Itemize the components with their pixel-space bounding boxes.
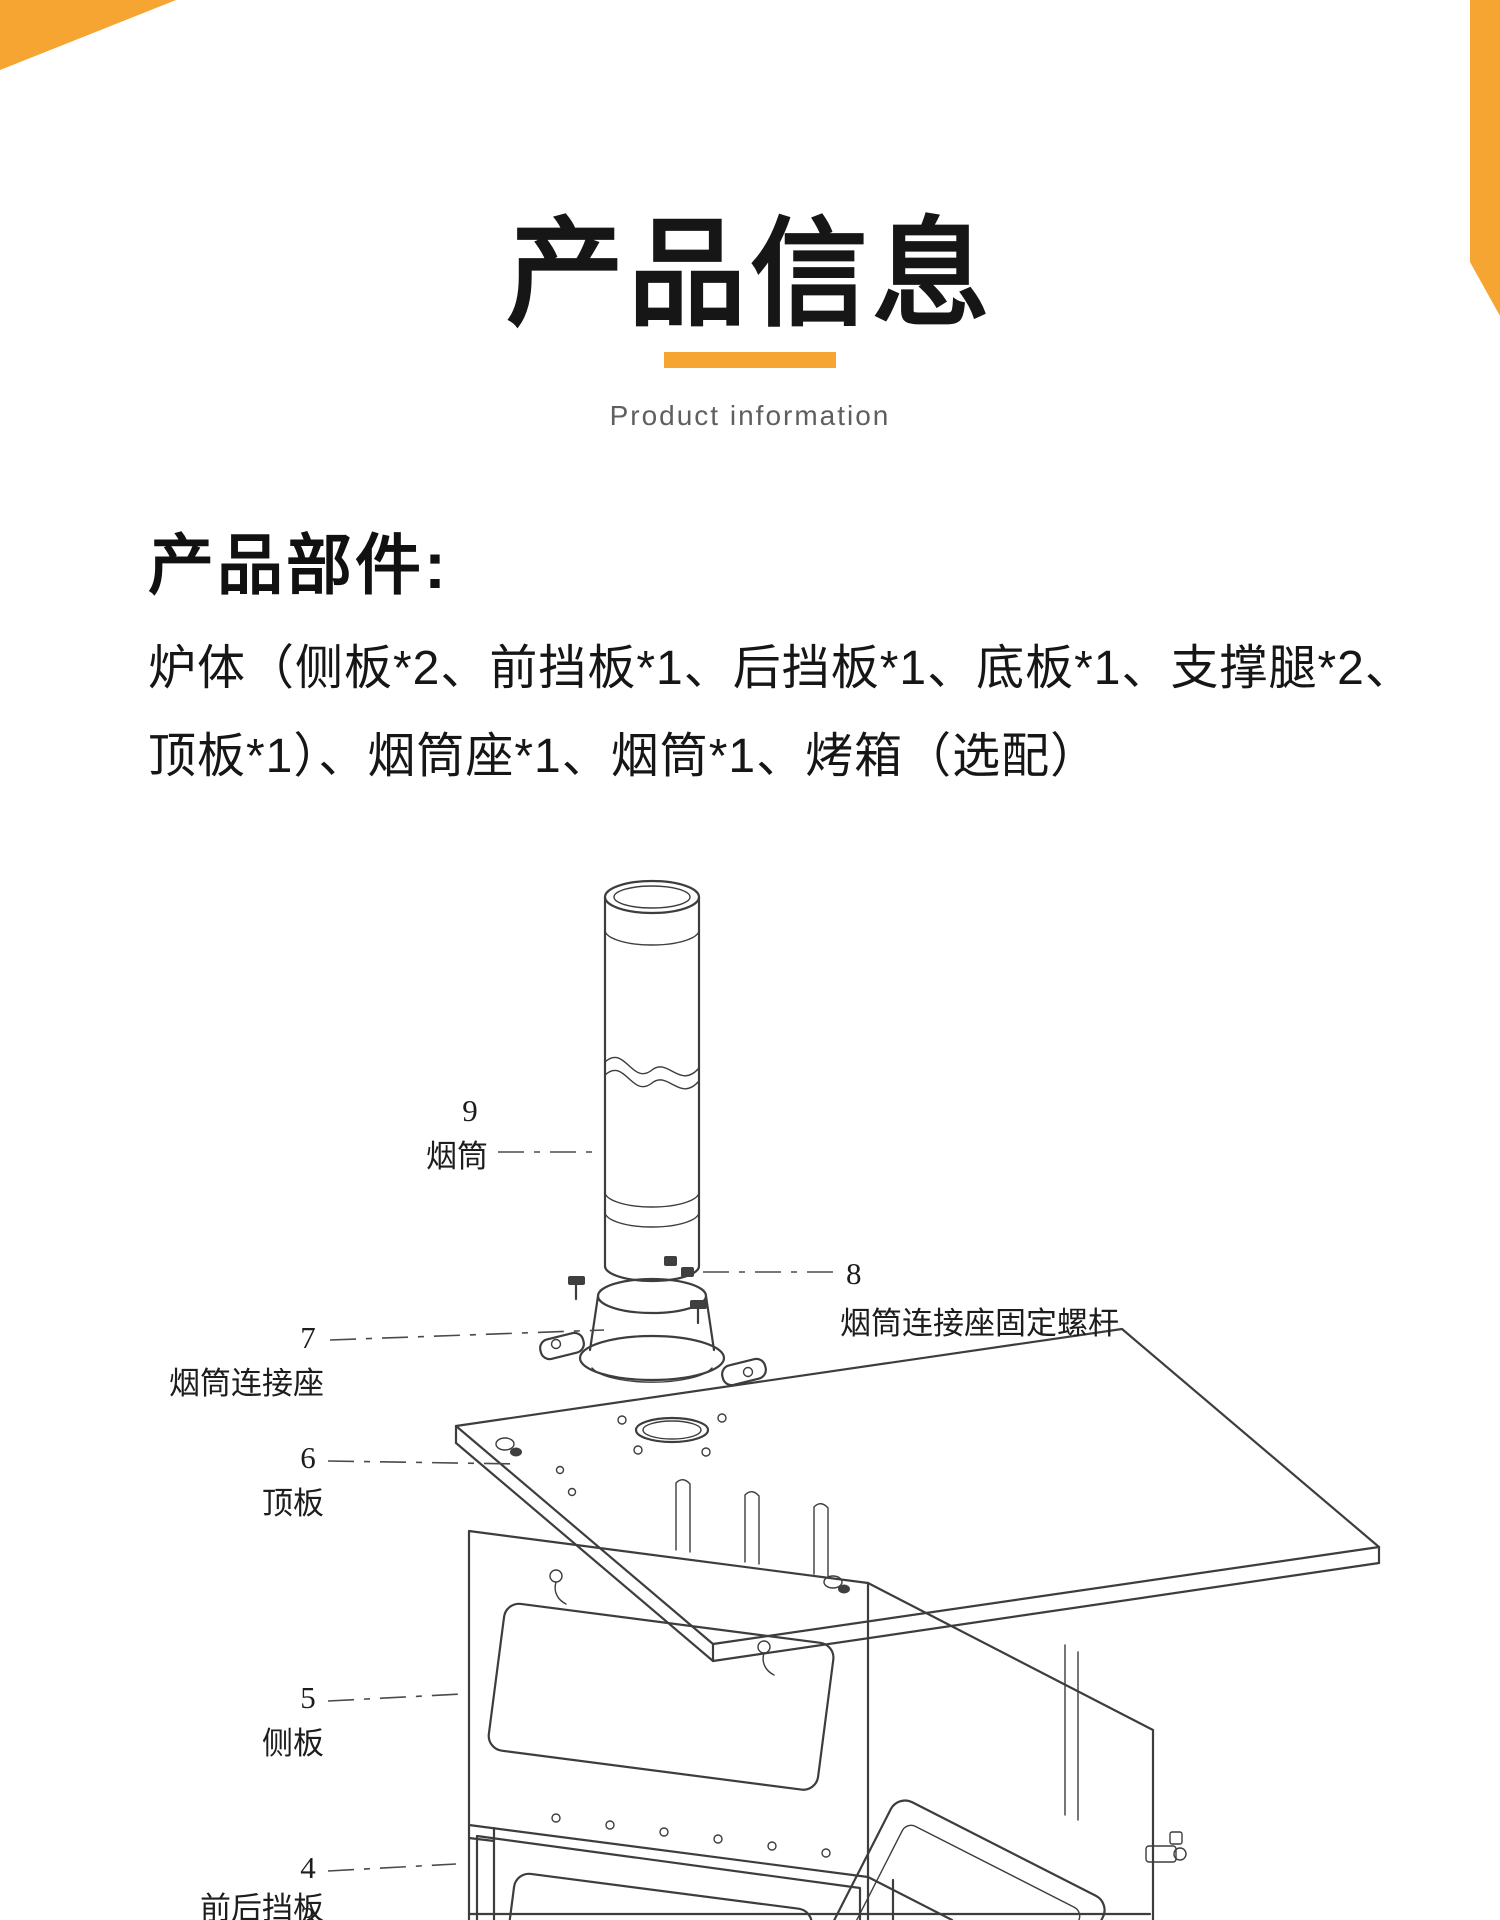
diagram-label-4-number: 4 (300, 1850, 316, 1885)
section-heading: 产品部件: (148, 528, 449, 602)
leader-line-5 (327, 1693, 463, 1702)
front-baffle-drawing (475, 1834, 862, 1920)
connector-fixing-bolts (568, 1276, 707, 1325)
plate-latch-knob (495, 1437, 515, 1451)
parts-text-line-1: 炉体（侧板*2、前挡板*1、后挡板*1、底板*1、支撑腿*2、 (148, 642, 1414, 695)
panel-hook (549, 1569, 563, 1583)
diagram-label-3: 3 (300, 1900, 316, 1920)
top-plate-drawing (454, 1327, 1381, 1663)
side-panel-drawing (467, 1529, 870, 1879)
diagram-label-6-text: 顶板 (262, 1486, 324, 1521)
diagram-label-3-number: 3 (300, 1900, 316, 1920)
diagram-label-8-number: 8 (846, 1256, 862, 1291)
parts-text-line-2: 顶板*1）、烟筒座*1、烟筒*1、烤箱（选配） (148, 730, 1100, 783)
diagram-label-7: 7 烟筒连接座 (169, 1320, 324, 1401)
chimney-drawing (603, 879, 701, 1283)
diagram-label-5: 5 侧板 (262, 1680, 324, 1761)
support-legs-drawing (467, 1823, 1152, 1920)
diagram-label-4: 4 前后挡板 (200, 1850, 324, 1920)
leader-line-4 (327, 1863, 457, 1872)
chimney-clamp-screw (681, 1267, 694, 1277)
header-decorations (0, 0, 1500, 316)
oven-panel-drawing (825, 1581, 1187, 1920)
diagram-label-7-text: 烟筒连接座 (169, 1366, 324, 1401)
chimney-clamp-screw (664, 1256, 677, 1266)
page-subtitle-en: Product information (609, 400, 891, 431)
diagram-label-9-text: 烟筒 (426, 1139, 488, 1174)
diagram-label-7-number: 7 (300, 1320, 316, 1355)
plate-front-knob (823, 1575, 843, 1589)
leader-line-7 (329, 1329, 605, 1341)
side-latch (1145, 1831, 1187, 1863)
accent-bar-right (1470, 0, 1500, 316)
leader-line-6 (327, 1460, 521, 1465)
diagram-label-8: 8 烟筒连接座固定螺杆 (840, 1256, 1119, 1341)
page-title: 产品信息 (505, 209, 994, 341)
diagram-label-5-number: 5 (300, 1680, 316, 1715)
diagram-label-9-number: 9 (462, 1093, 478, 1128)
diagram-label-4-text: 前后挡板 (200, 1891, 324, 1920)
diagram-label-5-text: 侧板 (262, 1726, 324, 1761)
diagram-label-8-text: 烟筒连接座固定螺杆 (840, 1306, 1119, 1341)
diagram-label-6-number: 6 (300, 1440, 316, 1475)
corner-ribbon-left (0, 0, 176, 70)
chimney-connector-drawing (539, 1276, 767, 1387)
title-underline (664, 352, 836, 368)
diagram-label-9: 9 烟筒 (426, 1093, 488, 1174)
panel-hook (757, 1640, 771, 1654)
diagram-label-6: 6 顶板 (262, 1440, 324, 1521)
